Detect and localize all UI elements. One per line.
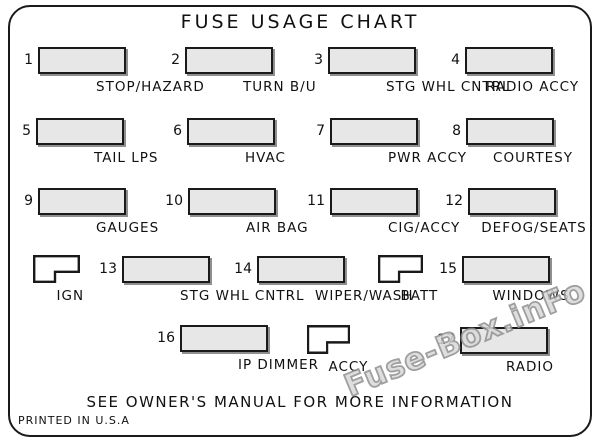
- fuse-box: [328, 47, 416, 74]
- fuse-number: 4: [451, 52, 460, 68]
- fuse-slot-8: 8 COURTESY: [438, 118, 600, 166]
- fuse-number: 2: [171, 52, 180, 68]
- fuse-box: [466, 118, 554, 145]
- fuse-box: [122, 256, 210, 283]
- ign-connector-shape: [33, 255, 80, 283]
- fuse-box: [330, 188, 418, 215]
- fuse-number: 12: [445, 193, 463, 209]
- fuse-slot-10: 10 AIR BAG: [160, 188, 367, 236]
- fuse-number: 7: [316, 123, 325, 139]
- accy-connector-shape: [307, 325, 350, 354]
- fuse-number: 6: [173, 123, 182, 139]
- fuse-label: DEFOG/SEATS: [481, 220, 587, 236]
- fuse-slot-14: 14 WIPER/WASH: [229, 256, 472, 304]
- fuse-slot-4: 4 RADIO ACCY: [437, 47, 600, 95]
- connector-accy: ACCY: [307, 325, 390, 375]
- fuse-label: STG WHL CNTRL: [386, 79, 511, 95]
- fuse-number: 13: [99, 261, 117, 277]
- fuse-box: [330, 118, 418, 145]
- fuse-number: 1: [24, 52, 33, 68]
- fuse-number: 9: [24, 193, 33, 209]
- fuse-number: 11: [307, 193, 325, 209]
- fuse-label: STG WHL CNTRL: [180, 288, 305, 304]
- connector-batt: BATT: [378, 255, 461, 304]
- fuse-label: IP DIMMER: [238, 357, 319, 373]
- fuse-slot-9: 9 GAUGES: [10, 188, 217, 236]
- fuse-label: WIPER/WASH: [315, 288, 414, 304]
- fuse-label: WINDOWS: [492, 288, 570, 304]
- fuse-box: [36, 118, 124, 145]
- fuse-slot-17: 17 RADIO: [432, 327, 600, 375]
- fuse-box: [38, 188, 126, 215]
- fuse-slot-1: 1 STOP/HAZARD: [10, 47, 263, 95]
- fuse-label: CIG/ACCY: [388, 220, 461, 236]
- fuse-slot-6: 6 HVAC: [159, 118, 344, 166]
- owners-manual-note: SEE OWNER'S MANUAL FOR MORE INFORMATION: [86, 393, 514, 411]
- connector-label: BATT: [400, 288, 439, 304]
- fuse-label: RADIO ACCY: [485, 79, 580, 95]
- fuse-box: [180, 325, 268, 352]
- fuse-number: 8: [452, 123, 461, 139]
- printed-in-usa: PRINTED IN U.S.A: [18, 414, 130, 427]
- fuse-slot-16: 16 IP DIMMER: [152, 325, 377, 373]
- fuse-number: 5: [22, 123, 31, 139]
- fuse-box: [187, 118, 275, 145]
- fuse-label: STOP/HAZARD: [96, 79, 205, 95]
- fuse-slot-2: 2 TURN B/U: [157, 47, 375, 95]
- fuse-label: COURTESY: [493, 150, 573, 166]
- fuse-slot-3: 3 STG WHL CNTRL: [300, 47, 569, 95]
- connector-ign: IGN: [33, 255, 108, 304]
- fuse-number: 14: [234, 261, 252, 277]
- fuse-label: GAUGES: [96, 220, 160, 236]
- connector-label: IGN: [56, 288, 85, 304]
- fuse-box: [185, 47, 273, 74]
- fuse-slot-12: 12 DEFOG/SEATS: [440, 188, 600, 236]
- fuse-slot-13: 13 STG WHL CNTRL: [94, 256, 363, 304]
- fuse-slot-5: 5 TAIL LPS: [8, 118, 216, 166]
- fuse-box: [465, 47, 553, 74]
- fuse-label: TURN B/U: [243, 79, 317, 95]
- fuse-slot-11: 11 CIG/ACCY: [302, 188, 518, 236]
- fuse-number: 10: [165, 193, 183, 209]
- fuse-number: 3: [314, 52, 323, 68]
- fuse-label: RADIO: [505, 359, 555, 375]
- fuse-box: [468, 188, 556, 215]
- fuse-slot-15: 15 WINDOWS: [434, 256, 600, 304]
- fuse-box: [38, 47, 126, 74]
- chart-title: FUSE USAGE CHART: [180, 11, 420, 33]
- fuse-box: [257, 256, 345, 283]
- fuse-label: HVAC: [245, 150, 286, 166]
- chart-border: [8, 5, 592, 437]
- fuse-box: [188, 188, 276, 215]
- fuse-number: 16: [157, 330, 175, 346]
- fuse-box: [460, 327, 548, 354]
- fuse-number: 15: [439, 261, 457, 277]
- fuse-slot-7: 7 PWR ACCY: [302, 118, 525, 166]
- batt-connector-shape: [378, 255, 423, 283]
- fuse-label: AIR BAG: [246, 220, 309, 236]
- connector-label: ACCY: [328, 359, 369, 375]
- fuse-label: TAIL LPS: [94, 150, 159, 166]
- fuse-label: PWR ACCY: [388, 150, 468, 166]
- fuse-number: 17: [437, 332, 455, 348]
- fuse-box: [462, 256, 550, 283]
